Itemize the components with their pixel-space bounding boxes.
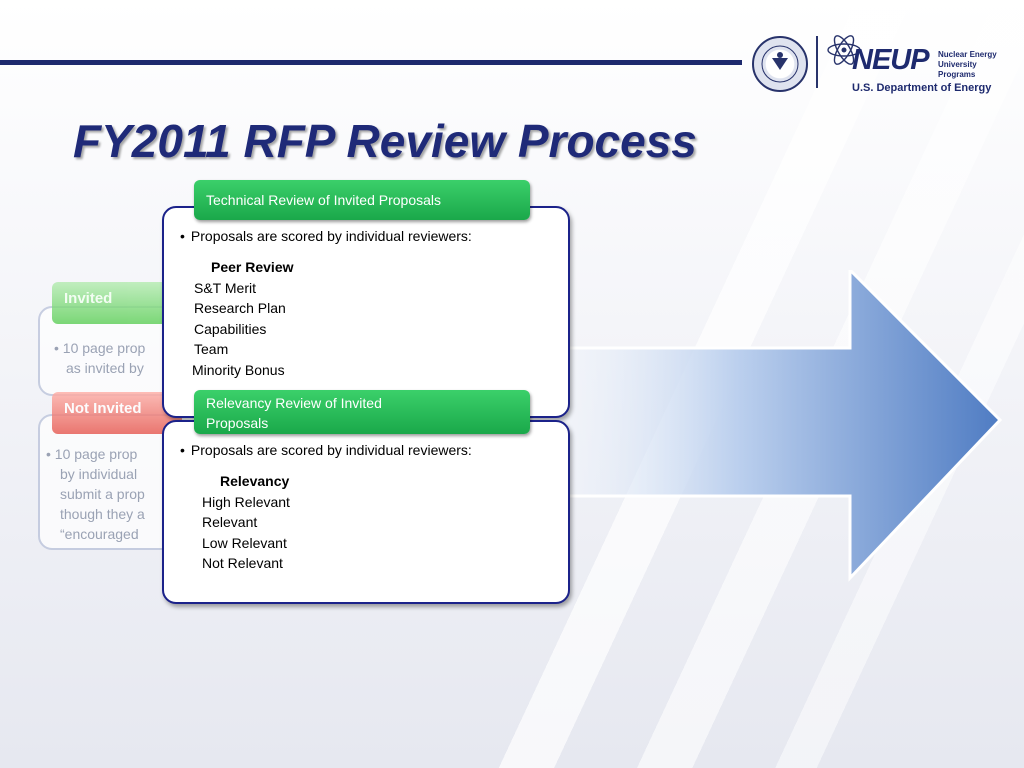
not-invited-text-line-5: “encouraged: [60, 526, 139, 542]
bullet-dot: •: [180, 228, 185, 244]
peer-review-heading: Peer Review: [211, 259, 294, 275]
list-item: Research Plan: [194, 300, 286, 316]
technical-review-list: Peer Review S&T Merit Research Plan Capa…: [192, 257, 294, 380]
not-invited-text-line-4: though they a: [60, 506, 145, 522]
list-item: Capabilities: [194, 320, 267, 337]
list-item: S&T Merit: [194, 279, 256, 296]
list-item: Minority Bonus: [192, 361, 285, 378]
neup-subtitle-line-2: University Programs: [938, 60, 977, 79]
department-name: U.S. Department of Energy: [852, 82, 992, 94]
header-rule: [0, 60, 742, 65]
doe-seal-icon: [752, 36, 808, 92]
relevancy-tab-line-1: Relevancy Review of Invited: [206, 395, 382, 411]
technical-review-bullet-text: Proposals are scored by individual revie…: [190, 228, 472, 244]
slide-title: FY2011 RFP Review Process: [73, 115, 697, 167]
list-item: Team: [194, 341, 229, 357]
atom-icon: [827, 35, 861, 65]
not-invited-text-line-1: • 10 page prop: [46, 446, 138, 462]
relevancy-tab-line-2: Proposals: [206, 415, 269, 431]
invited-text-line-2: as invited by: [66, 360, 144, 376]
list-item: Low Relevant: [202, 534, 287, 551]
neup-subtitle-line-1: Nuclear Energy: [938, 50, 997, 59]
list-item: Relevant: [202, 514, 258, 530]
technical-review-bullet: • Proposals are scored by individual revi…: [180, 228, 472, 244]
not-invited-text-line-2: by individual: [60, 466, 138, 482]
invited-card-text: • 10 page prop as invited by: [54, 338, 194, 378]
logo-divider: [816, 36, 818, 88]
invited-tab: Invited: [52, 282, 182, 324]
relevancy-review-tab: Relevancy Review of Invited Proposals: [194, 390, 530, 434]
relevancy-review-bullet: • Proposals are scored by individual revi…: [180, 442, 472, 458]
neup-logo-text: NEUP: [852, 44, 930, 76]
list-item: High Relevant: [202, 493, 290, 510]
relevancy-heading: Relevancy: [220, 473, 290, 489]
logo-area: NEUP Nuclear Energy University Programs …: [752, 28, 1012, 98]
process-arrow-icon: [520, 270, 1003, 582]
relevancy-review-card: [162, 420, 570, 604]
relevancy-review-list: Relevancy High Relevant Relevant Low Rel…: [202, 471, 290, 574]
technical-review-card: [162, 206, 570, 418]
not-invited-card-text: • 10 page prop by individual submit a pr…: [46, 444, 196, 544]
not-invited-tab: Not Invited: [52, 392, 182, 434]
neup-logo-subtitle: Nuclear Energy University Programs: [938, 50, 1008, 80]
technical-review-tab: Technical Review of Invited Proposals: [194, 180, 530, 220]
not-invited-text-line-3: submit a prop: [60, 486, 145, 502]
bullet-dot: •: [180, 442, 185, 458]
invited-text-line-1: • 10 page prop: [54, 340, 146, 356]
list-item: Not Relevant: [202, 555, 283, 571]
relevancy-review-bullet-text: Proposals are scored by individual revie…: [190, 442, 472, 458]
